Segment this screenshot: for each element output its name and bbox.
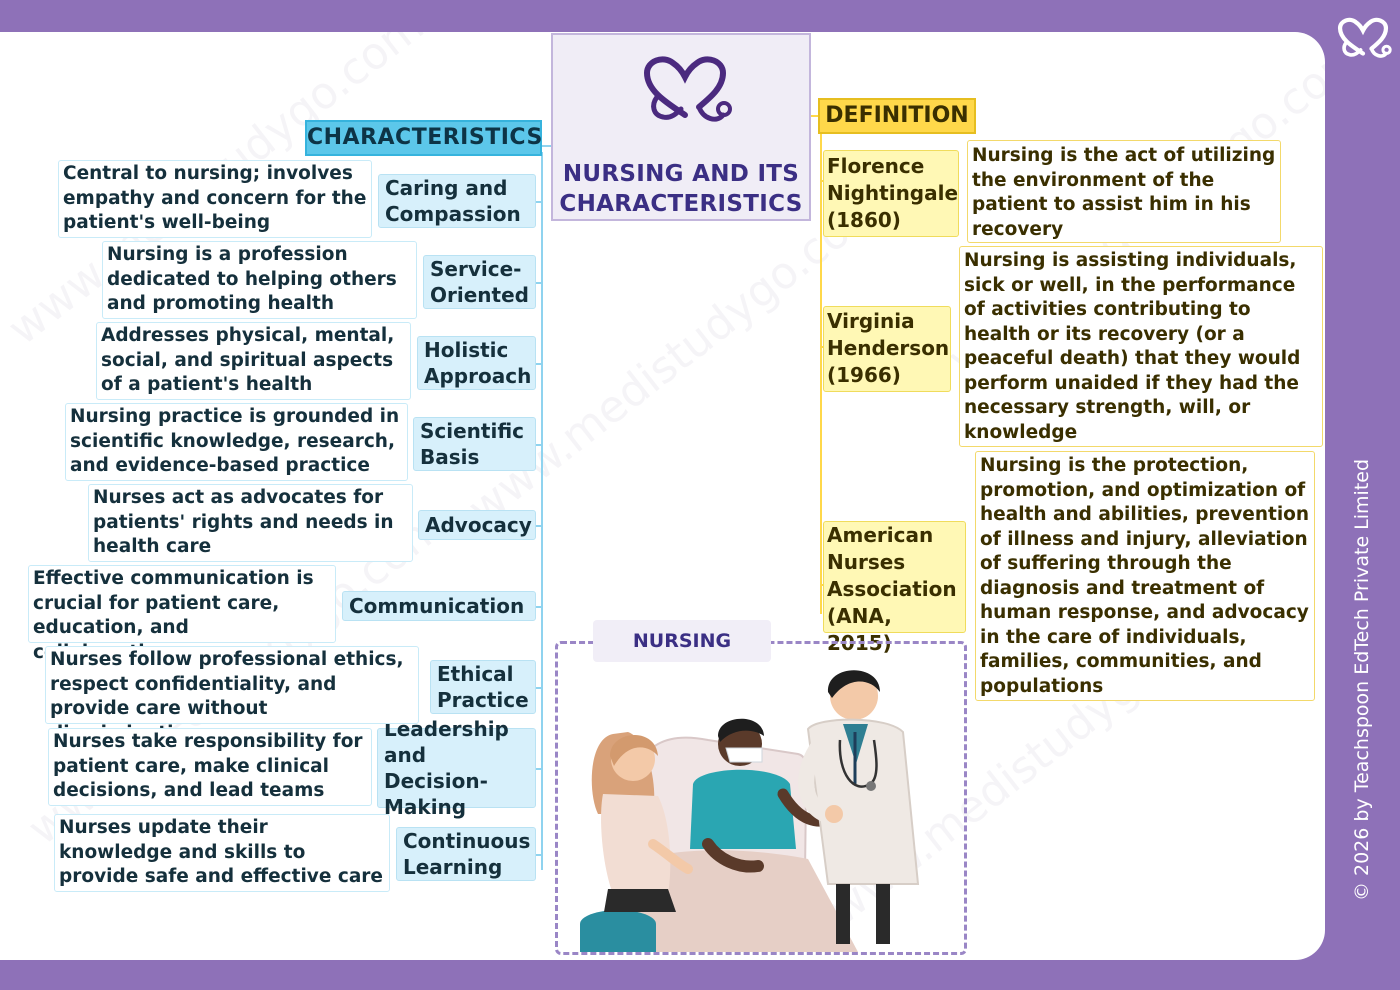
definition-source: Florence Nightingale (1860) bbox=[823, 150, 959, 237]
connector bbox=[536, 363, 542, 365]
characteristic-label: Service-Oriented bbox=[423, 255, 536, 309]
center-topic: NURSING AND ITS CHARACTERISTICS bbox=[551, 33, 811, 221]
characteristic-description: Nurses follow professional ethics, respe… bbox=[45, 646, 419, 744]
characteristics-header: CHARACTERISTICS bbox=[305, 120, 542, 156]
definition-source: Virginia Henderson (1966) bbox=[823, 306, 951, 392]
connector bbox=[536, 768, 542, 770]
connector bbox=[536, 201, 542, 203]
heart-stethoscope-icon bbox=[643, 56, 732, 122]
nurse-patient-doctor-illustration bbox=[580, 670, 920, 953]
definition-text: Nursing is assisting individuals, sick o… bbox=[959, 246, 1323, 447]
title-line: CHARACTERISTICS bbox=[559, 191, 803, 217]
nursing-illustration bbox=[555, 641, 967, 955]
characteristic-label: Scientific Basis bbox=[413, 417, 536, 471]
characteristics-trunk bbox=[541, 152, 543, 870]
characteristic-description: Nurses act as advocates for patients' ri… bbox=[88, 484, 413, 562]
copyright-notice: © 2026 by Teachspoon EdTech Private Limi… bbox=[1351, 458, 1373, 902]
connector bbox=[536, 525, 542, 527]
characteristic-label: Leadership and Decision-Making bbox=[377, 717, 536, 819]
definition-connector bbox=[810, 115, 820, 117]
definition-trunk bbox=[820, 132, 822, 614]
characteristic-label: Continuous Learning bbox=[396, 827, 536, 881]
characteristics-connector bbox=[541, 145, 553, 147]
characteristic-description: Central to nursing; involves empathy and… bbox=[58, 160, 372, 238]
connector bbox=[536, 444, 542, 446]
illustration-label: NURSING bbox=[593, 620, 771, 662]
heart-stethoscope-icon bbox=[1337, 17, 1392, 58]
title-line: NURSING AND ITS bbox=[562, 161, 800, 187]
page-title: NURSING AND ITS CHARACTERISTICS bbox=[553, 159, 809, 219]
mindmap-canvas: www.medistudygo.com www.medistudygo.com … bbox=[0, 32, 1325, 960]
characteristic-description: Addresses physical, mental, social, and … bbox=[96, 322, 411, 400]
characteristic-label: Communication bbox=[342, 591, 536, 621]
characteristic-label: Caring and Compassion bbox=[378, 174, 536, 228]
characteristic-label: Ethical Practice bbox=[430, 660, 536, 714]
connector bbox=[536, 606, 542, 608]
connector bbox=[536, 854, 542, 856]
characteristic-description: Nurses update their knowledge and skills… bbox=[54, 814, 390, 892]
characteristic-description: Nursing practice is grounded in scientif… bbox=[65, 403, 408, 481]
connector bbox=[536, 282, 542, 284]
connector bbox=[536, 687, 542, 689]
definition-header: DEFINITION bbox=[818, 98, 976, 134]
characteristic-description: Effective communication is crucial for p… bbox=[28, 565, 336, 663]
definition-text: Nursing is the protection, promotion, an… bbox=[975, 451, 1315, 701]
characteristic-label: Holistic Approach bbox=[417, 336, 536, 390]
characteristic-description: Nurses take responsibility for patient c… bbox=[48, 728, 372, 806]
characteristic-label: Advocacy bbox=[418, 510, 536, 540]
definition-text: Nursing is the act of utilizing the envi… bbox=[967, 140, 1281, 243]
definition-source: American Nurses Association (ANA, 2015) bbox=[823, 521, 966, 655]
characteristic-description: Nursing is a profession dedicated to hel… bbox=[102, 241, 417, 319]
